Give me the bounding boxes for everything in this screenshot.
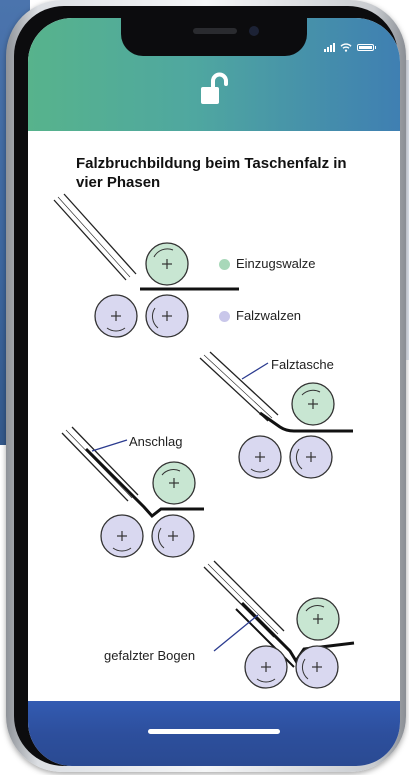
callout-line-stop [91, 439, 128, 452]
paper-sheet [84, 447, 204, 519]
feed-roller [291, 382, 335, 426]
phase-4 [203, 560, 355, 689]
callout-line-folded-sheet [213, 614, 259, 652]
label-fold-pocket: Falztasche [271, 357, 334, 372]
phone-screen: Falzbruchbildung beim Taschenfalz in vie… [28, 18, 400, 766]
phase-3 [61, 426, 204, 558]
figure-title: Falzbruchbildung beim Taschenfalz in vie… [76, 155, 347, 191]
fold-roller-left [244, 645, 288, 689]
fold-roller-right [289, 435, 333, 479]
fold-pocket-guide [53, 193, 137, 281]
fold-phases-diagram [53, 193, 355, 689]
front-camera [249, 26, 259, 36]
phase-2 [199, 351, 353, 479]
battery-icon [357, 43, 376, 51]
app-footer [28, 701, 400, 766]
fold-pocket-guide [199, 351, 279, 422]
legend-fold-rollers-label: Falzwalzen [236, 308, 302, 323]
feed-roller [145, 242, 189, 286]
label-stop: Anschlag [129, 434, 183, 449]
home-indicator[interactable] [148, 729, 280, 734]
phone-frame: Falzbruchbildung beim Taschenfalz in vie… [6, 0, 406, 772]
paper-sheet [259, 411, 353, 433]
legend-fold-rollers-dot [219, 311, 230, 322]
feed-roller [152, 461, 196, 505]
fold-roller-right [295, 645, 339, 689]
fold-roller-left [94, 294, 138, 338]
phone-notch [121, 18, 307, 56]
status-bar [324, 40, 376, 54]
legend-feed-roller-label: Einzugswalze [236, 256, 316, 271]
callout-line-fold-pocket [241, 362, 269, 380]
phase-1 [53, 193, 239, 338]
legend-feed-roller-dot [219, 259, 230, 270]
wifi-icon [340, 42, 352, 52]
feed-roller [296, 597, 340, 641]
speaker-grille [193, 28, 237, 34]
fold-roller-right [145, 294, 189, 338]
unlocked-padlock-icon[interactable] [200, 72, 230, 106]
phone-bezel: Falzbruchbildung beim Taschenfalz in vie… [14, 6, 400, 766]
figure-panel: Falzbruchbildung beim Taschenfalz in vie… [28, 131, 400, 701]
fold-pocket-guide [203, 560, 285, 638]
fold-roller-right [151, 514, 195, 558]
fold-roller-left [100, 514, 144, 558]
fold-roller-left [238, 435, 282, 479]
label-folded-sheet: gefalzter Bogen [104, 648, 196, 663]
signal-icon [324, 42, 335, 52]
